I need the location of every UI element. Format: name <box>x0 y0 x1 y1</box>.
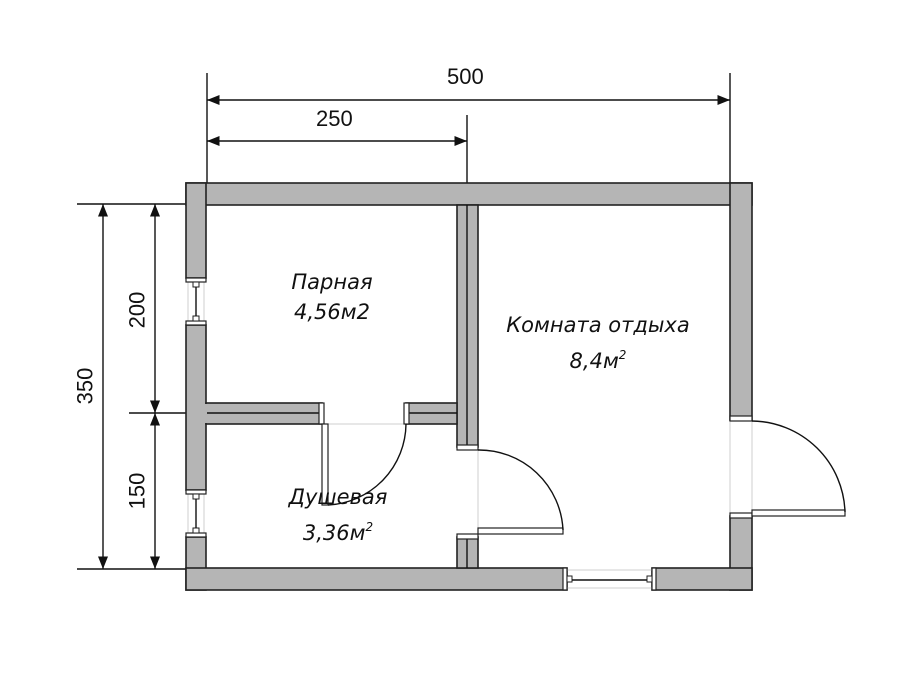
room-name: Парная <box>291 270 373 294</box>
dimension-lines <box>77 73 731 570</box>
dimension-left-upper: 200 <box>124 291 150 329</box>
dimension-top-partial: 250 <box>316 106 353 131</box>
door-exterior <box>729 415 846 519</box>
room-label-steam-room: Парная 4,56м2 <box>262 267 402 327</box>
bottom-wall-left <box>185 567 568 591</box>
door-shower <box>318 402 410 506</box>
window-left-upper <box>185 277 207 326</box>
window-bottom <box>562 567 657 591</box>
room-name: Душевая <box>288 485 388 509</box>
dimension-left-total: 350 <box>72 367 98 405</box>
room-label-rest-room: Комната отдыха 8,4м2 <box>478 310 718 376</box>
room-area: 4,56м2 <box>294 300 370 324</box>
window-left-lower <box>185 489 207 538</box>
dimension-left-lower: 150 <box>124 472 150 510</box>
room-name: Комната отдыха <box>506 313 690 337</box>
doors <box>318 402 846 540</box>
door-rest-room <box>456 444 564 540</box>
windows <box>185 277 657 591</box>
dimension-top-total: 500 <box>447 64 484 89</box>
room-area: 3,36м2 <box>302 520 374 545</box>
walls <box>185 182 753 591</box>
room-label-shower: Душевая 3,36м2 <box>268 482 408 548</box>
room-area: 8,4м2 <box>569 348 627 373</box>
right-wall-upper <box>729 182 753 421</box>
